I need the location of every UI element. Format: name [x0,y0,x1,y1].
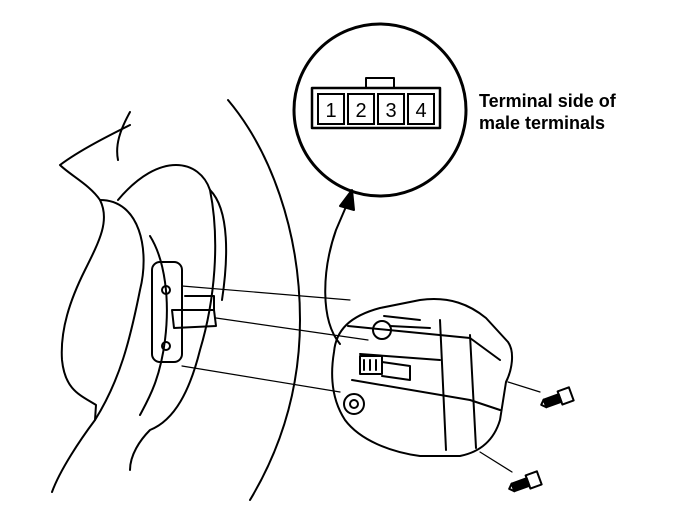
module-connector [359,355,383,375]
alignment-line [181,365,341,393]
terminal-cell [377,93,405,125]
terminal-1-number: 1 [325,100,336,122]
callout-arrow-line [324,201,349,345]
terminal-cell [407,93,435,125]
terminal-cells [317,93,435,125]
hub-connector-plug [171,309,217,329]
steering-wheel-rim-top [116,111,131,161]
callout-label-line2: male terminals [479,113,606,133]
terminal-2-number: 2 [355,100,366,122]
bolt-upper [540,386,575,409]
module-mount-bottom [343,393,365,415]
hub-connector-plate [151,261,183,363]
alignment-line [215,317,369,341]
airbag-arc [227,99,301,501]
terminal-3-number: 3 [385,100,396,122]
hub-screw-top [161,285,171,295]
hub-inner-outline [139,235,168,416]
steering-wheel-spoke [94,199,145,421]
airbag-module [331,298,514,457]
terminal-cell [317,93,345,125]
steering-wheel-rim [51,124,131,493]
callout-label-line1: Terminal side of [479,91,616,111]
module-mount-top [372,320,392,340]
terminal-4-number: 4 [415,100,426,122]
alignment-line [181,285,351,301]
callout-arrow-head [339,189,355,211]
callout-circle [292,22,468,198]
hub-inner-outline-right [209,189,228,301]
hub-screw-bottom [161,341,171,351]
bolt-lower [508,470,543,493]
terminal-cell [347,93,375,125]
connector-latch [365,77,395,89]
